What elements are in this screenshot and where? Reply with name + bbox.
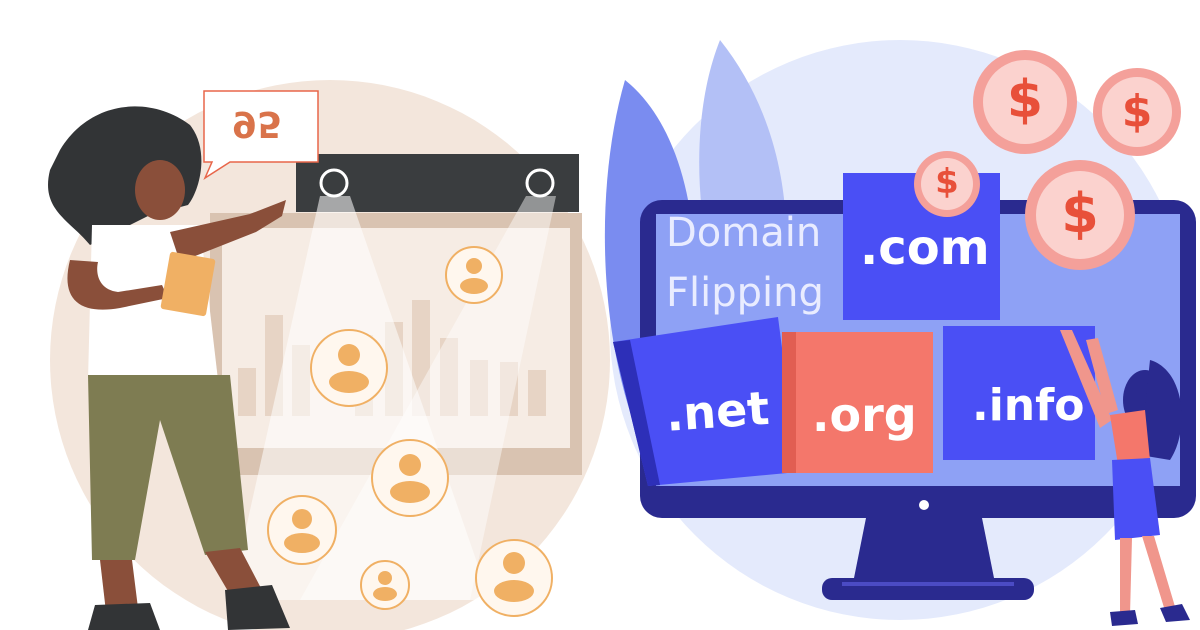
- reaching-figure: [1060, 330, 1190, 626]
- user-avatar-icon: [360, 560, 410, 610]
- presenter-figure: [48, 106, 290, 630]
- projector-lens-left: [319, 168, 349, 198]
- domain-block-org[interactable]: [782, 332, 933, 473]
- user-avatar-icon: [475, 539, 553, 617]
- domain-block-org-side: [782, 332, 796, 473]
- coin-dollar-sign: $: [1006, 70, 1044, 130]
- domain-scene: [604, 40, 1196, 626]
- user-avatar-icon: [371, 439, 449, 517]
- domain-label-com: .com: [860, 220, 990, 276]
- domain-block-net[interactable]: [613, 317, 798, 486]
- analytics-scene: [48, 80, 610, 630]
- title-line-2: Flipping: [666, 270, 824, 316]
- coin-dollar-icon: [1025, 160, 1135, 270]
- user-avatar-icon: [310, 329, 388, 407]
- coin-dollar-sign: $: [1061, 182, 1099, 245]
- domain-label-org: .org: [812, 388, 917, 442]
- coin-dollar-sign: $: [1121, 86, 1153, 137]
- score-bubble: [203, 90, 319, 180]
- domain-block-net-side: [613, 340, 660, 486]
- title-line-1: Domain: [666, 210, 822, 256]
- domain-label-net: .net: [664, 380, 771, 442]
- coin-dollar-icon: [914, 151, 980, 217]
- coin-dollar-icon: [1093, 68, 1181, 156]
- projector-lens-right: [525, 168, 555, 198]
- domain-label-info: .info: [972, 380, 1085, 431]
- user-avatar-icon: [445, 246, 503, 304]
- score-value: 95: [232, 103, 283, 144]
- user-avatar-icon: [267, 495, 337, 565]
- coin-dollar-icon: [973, 50, 1077, 154]
- coin-dollar-sign: $: [935, 162, 959, 202]
